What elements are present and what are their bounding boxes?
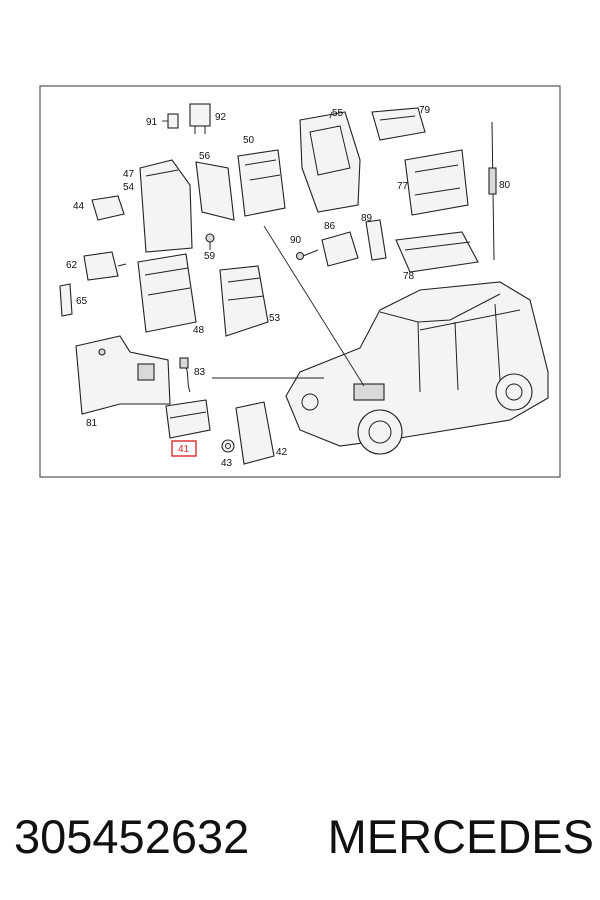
label-56: 56: [199, 151, 211, 162]
label-41[interactable]: 41: [178, 444, 190, 455]
label-42: 42: [276, 447, 288, 458]
leader-line-to-vehicle: [263, 225, 365, 387]
label-47: 47: [123, 169, 135, 180]
vehicle-suv: [285, 281, 549, 455]
caption-bar: 305452632 MERCEDES: [14, 796, 594, 876]
label-44: 44: [73, 201, 85, 212]
label-55: 55: [332, 108, 344, 119]
label-89: 89: [361, 213, 373, 224]
label-53: 53: [269, 313, 281, 324]
part-number: 305452632: [14, 809, 250, 863]
label-79: 79: [419, 105, 431, 116]
label-81: 81: [86, 418, 98, 429]
label-91: 91: [146, 117, 158, 128]
label-48: 48: [193, 325, 205, 336]
part-79-module[interactable]: [371, 107, 426, 141]
part-47-54-ecu[interactable]: [139, 159, 193, 253]
part-65-clip[interactable]: [59, 283, 73, 317]
part-44-unit[interactable]: [91, 195, 125, 221]
label-43: 43: [221, 458, 233, 469]
label-65: 65: [76, 296, 88, 307]
part-91-fuse[interactable]: [162, 113, 179, 129]
part-83-harness[interactable]: [179, 357, 191, 393]
part-90-screw[interactable]: [295, 249, 319, 261]
part-56-bracket[interactable]: [195, 161, 235, 221]
brand-name: MERCEDES: [327, 809, 594, 863]
part-53-ecu[interactable]: [219, 265, 269, 337]
label-78: 78: [403, 271, 415, 282]
label-86: 86: [324, 221, 336, 232]
label-83: 83: [194, 367, 206, 378]
part-86-sensor[interactable]: [321, 231, 359, 267]
label-80: 80: [499, 180, 511, 191]
label-62: 62: [66, 260, 78, 271]
part-43-nut[interactable]: [221, 439, 235, 453]
part-59-screw[interactable]: [205, 233, 215, 250]
part-92-relay[interactable]: [189, 103, 211, 134]
part-62-relay[interactable]: [83, 251, 127, 281]
label-54: 54: [123, 182, 135, 193]
part-89-bracket[interactable]: [365, 219, 387, 261]
label-77: 77: [397, 181, 409, 192]
label-59: 59: [204, 251, 216, 262]
part-78-module[interactable]: [395, 231, 479, 273]
part-77-module[interactable]: [404, 149, 469, 216]
part-50-control-unit[interactable]: [237, 149, 286, 217]
part-55-housing[interactable]: [299, 111, 361, 213]
part-48-ecu[interactable]: [137, 253, 197, 333]
highlight-box-41: [171, 440, 197, 457]
part-41-control-unit[interactable]: [165, 399, 211, 439]
label-92: 92: [215, 112, 227, 123]
label-50: 50: [243, 135, 255, 146]
part-42-module[interactable]: [235, 401, 275, 465]
label-90: 90: [290, 235, 302, 246]
part-81-mounting-plate[interactable]: [75, 335, 171, 415]
part-80-antenna[interactable]: [488, 121, 497, 261]
